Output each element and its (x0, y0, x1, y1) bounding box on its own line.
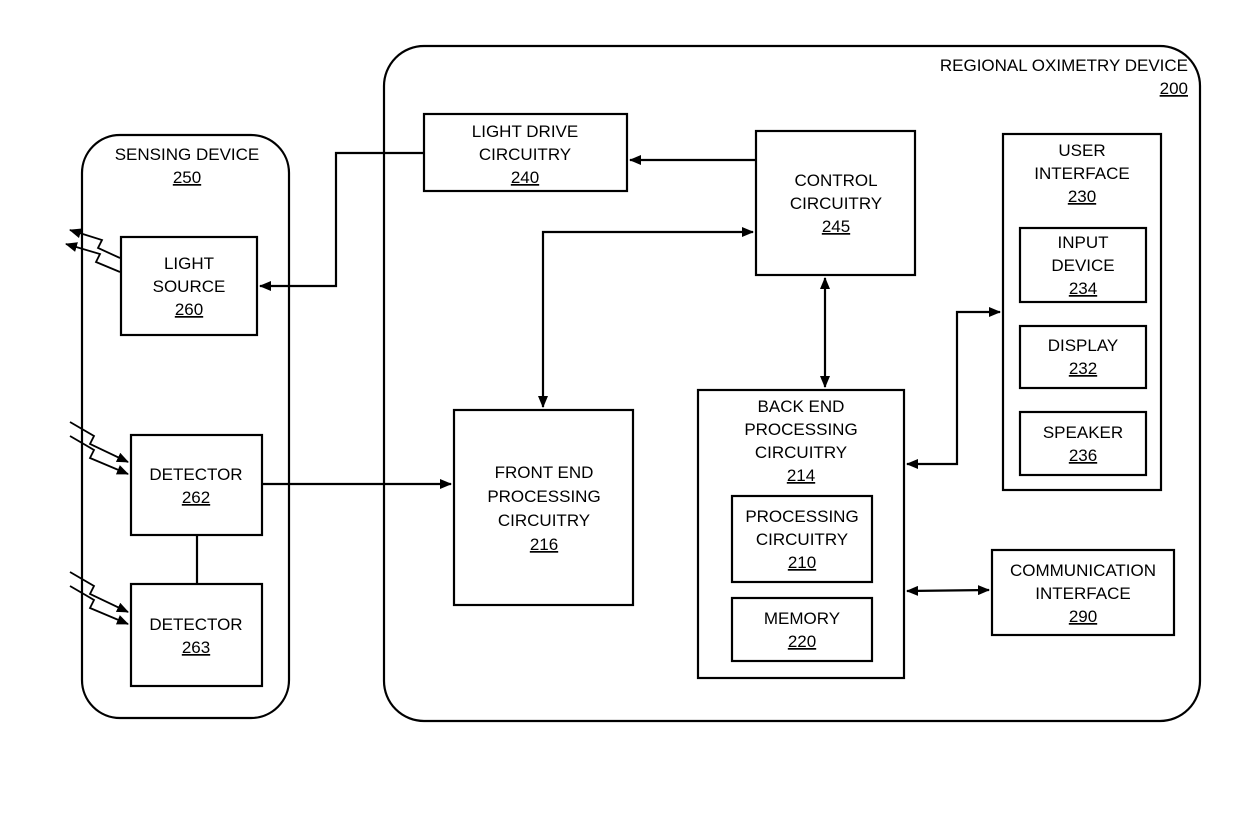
light-source-block: LIGHT SOURCE 260 (121, 237, 257, 335)
speaker-block: SPEAKER 236 (1020, 412, 1146, 475)
front-end-label-2: PROCESSING (487, 487, 600, 506)
back-end-label-3: CIRCUITRY (755, 443, 847, 462)
control-ref: 245 (822, 217, 850, 236)
processing-ref: 210 (788, 553, 816, 572)
detector-262-ref: 262 (182, 488, 210, 507)
display-label: DISPLAY (1048, 336, 1119, 355)
front-end-ref: 216 (530, 535, 558, 554)
communication-ref: 290 (1069, 607, 1097, 626)
user-interface-ref: 230 (1068, 187, 1096, 206)
input-device-label-2: DEVICE (1051, 256, 1114, 275)
memory-ref: 220 (788, 632, 816, 651)
user-interface-label-1: USER (1058, 141, 1105, 160)
light-drive-circuitry-block: LIGHT DRIVE CIRCUITRY 240 (424, 114, 627, 191)
input-device-block: INPUT DEVICE 234 (1020, 228, 1146, 302)
control-front-end-arrow (543, 232, 753, 407)
processing-circuitry-block: PROCESSING CIRCUITRY 210 (732, 496, 872, 582)
light-drive-to-light-source-arrow (260, 153, 424, 286)
sensing-device-ref: 250 (173, 168, 201, 187)
front-end-label-3: CIRCUITRY (498, 511, 590, 530)
emitted-light-rays (66, 230, 120, 272)
light-source-label-1: LIGHT (164, 254, 214, 273)
detected-light-rays-263 (70, 572, 128, 624)
communication-label-2: INTERFACE (1035, 584, 1130, 603)
display-block: DISPLAY 232 (1020, 326, 1146, 388)
memory-block: MEMORY 220 (732, 598, 872, 661)
front-end-processing-block: FRONT END PROCESSING CIRCUITRY 216 (454, 410, 633, 605)
input-device-ref: 234 (1069, 279, 1097, 298)
communication-interface-block: COMMUNICATION INTERFACE 290 (992, 550, 1174, 635)
display-ref: 232 (1069, 359, 1097, 378)
speaker-label: SPEAKER (1043, 423, 1123, 442)
detector-262-block: DETECTOR 262 (131, 435, 262, 535)
front-end-label-1: FRONT END (495, 463, 594, 482)
light-source-label-2: SOURCE (153, 277, 226, 296)
light-drive-label-1: LIGHT DRIVE (472, 122, 578, 141)
back-end-user-interface-arrow (907, 312, 1000, 464)
back-end-label-1: BACK END (758, 397, 845, 416)
detector-262-label: DETECTOR (149, 465, 242, 484)
light-drive-label-2: CIRCUITRY (479, 145, 571, 164)
detector-263-block: DETECTOR 263 (131, 584, 262, 686)
detector-263-label: DETECTOR (149, 615, 242, 634)
processing-label-1: PROCESSING (745, 507, 858, 526)
processing-label-2: CIRCUITRY (756, 530, 848, 549)
light-drive-ref: 240 (511, 168, 539, 187)
detected-light-rays-262 (70, 422, 128, 474)
detector-263-ref: 263 (182, 638, 210, 657)
control-circuitry-block: CONTROL CIRCUITRY 245 (756, 131, 915, 275)
back-end-communication-arrow (907, 590, 989, 591)
light-source-ref: 260 (175, 300, 203, 319)
speaker-ref: 236 (1069, 446, 1097, 465)
input-device-label-1: INPUT (1058, 233, 1109, 252)
control-label-2: CIRCUITRY (790, 194, 882, 213)
regional-oximetry-device-title: REGIONAL OXIMETRY DEVICE (940, 56, 1188, 75)
memory-label: MEMORY (764, 609, 840, 628)
sensing-device-title: SENSING DEVICE (115, 145, 260, 164)
regional-oximetry-device-ref: 200 (1160, 79, 1188, 98)
control-label-1: CONTROL (794, 171, 877, 190)
communication-label-1: COMMUNICATION (1010, 561, 1156, 580)
back-end-label-2: PROCESSING (744, 420, 857, 439)
back-end-ref: 214 (787, 466, 815, 485)
user-interface-label-2: INTERFACE (1034, 164, 1129, 183)
